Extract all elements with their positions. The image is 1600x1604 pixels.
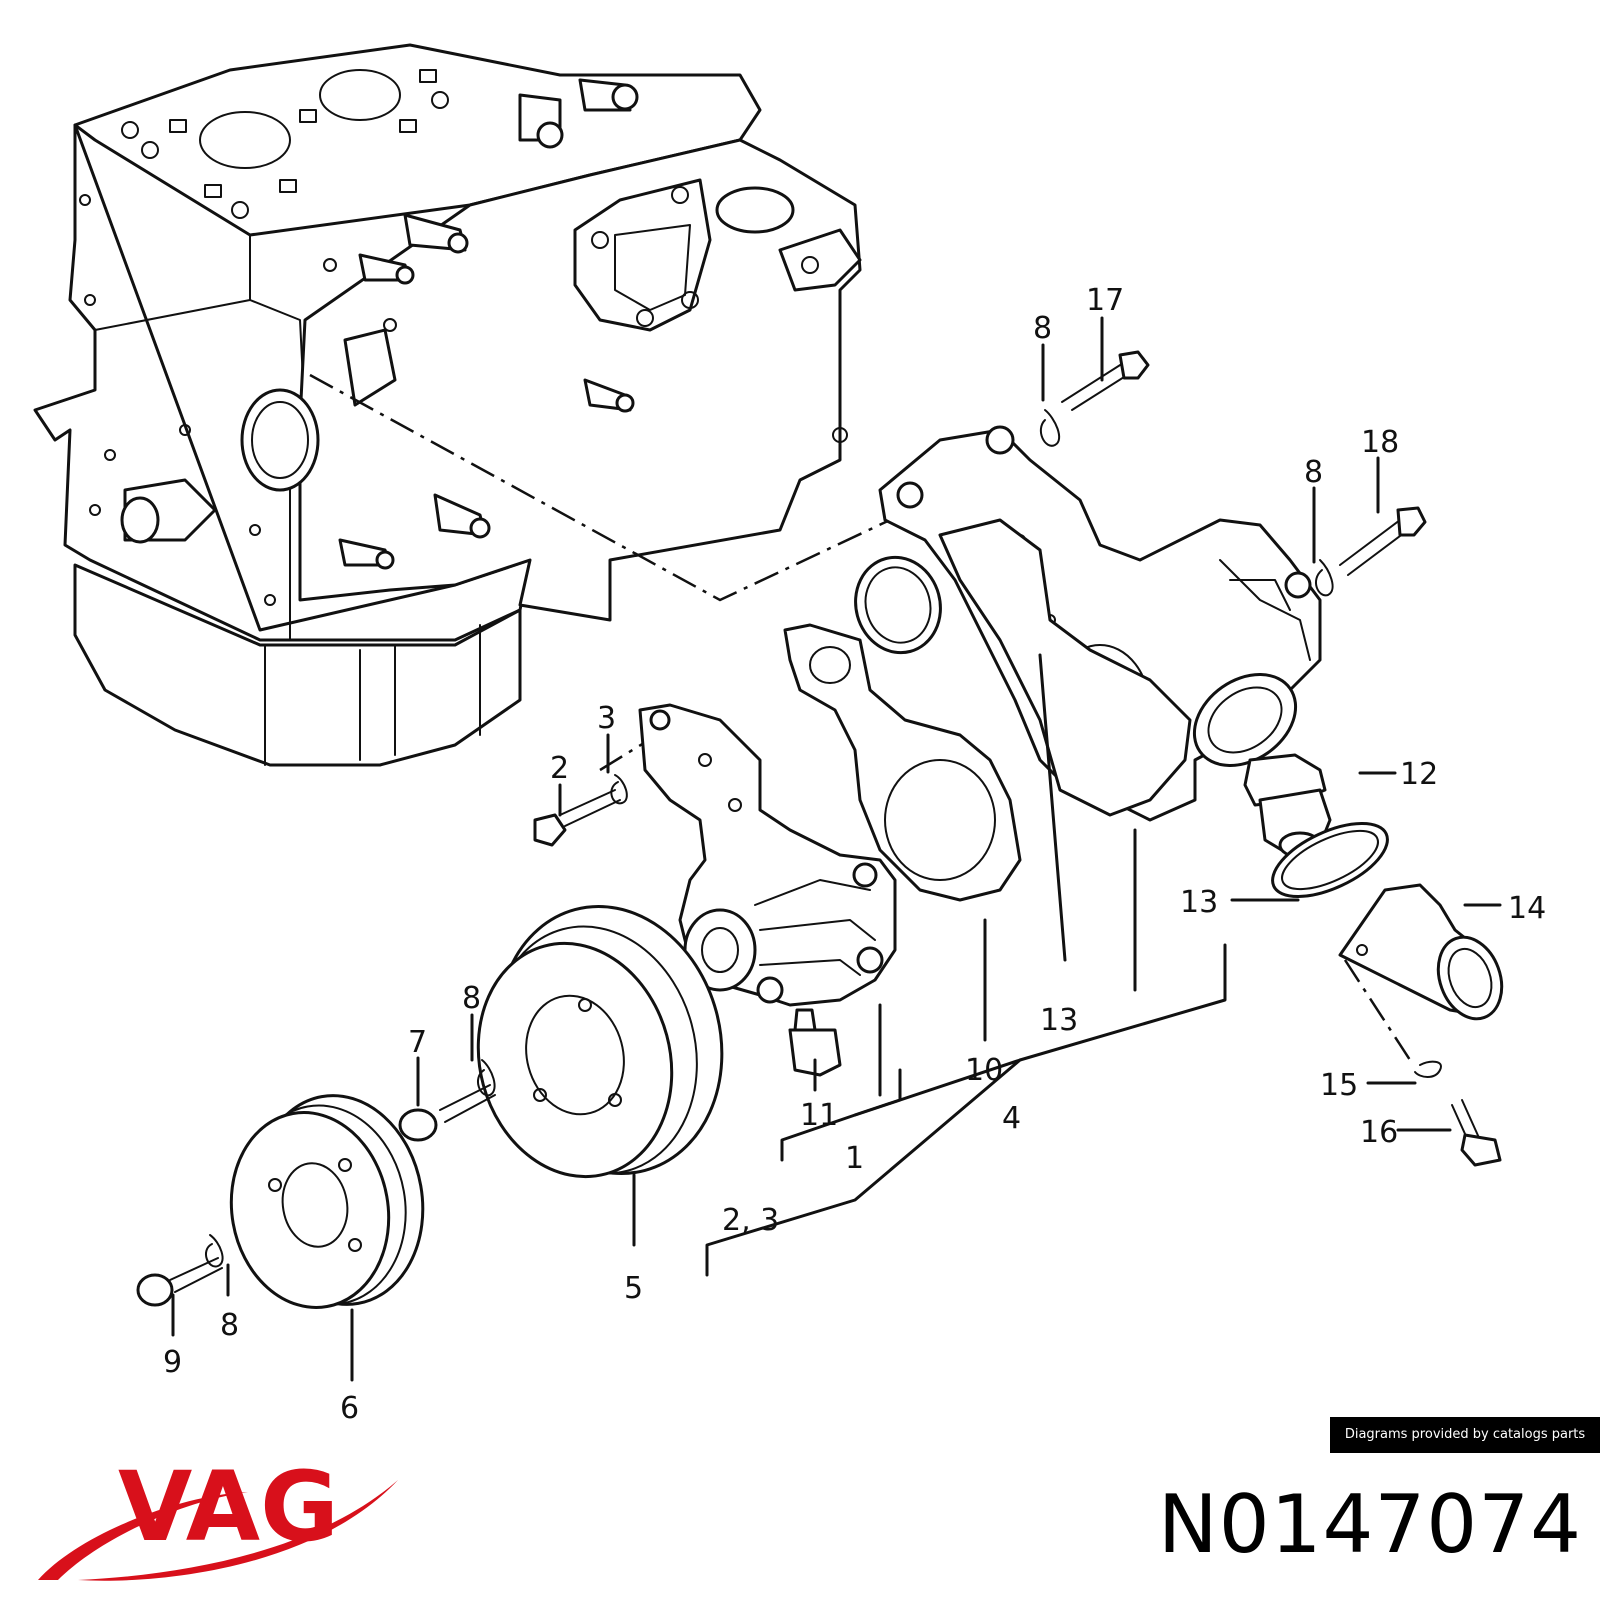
water-pump [638,703,897,1007]
bolt-18 [1339,506,1427,576]
callout-2-3: 2, 3 [722,1203,779,1238]
pulley-small [229,1094,425,1309]
housing-gasket [938,518,1192,817]
thermostat-o-ring [1271,822,1389,898]
callout-1: 1 [845,1141,864,1176]
logo-swoosh [38,1492,248,1580]
pump-gasket [783,623,1022,902]
callout-8-top: 8 [1033,311,1052,346]
callouts: 17 8 18 8 3 2 12 13 14 8 7 13 10 11 15 4… [163,283,1546,1426]
callout-14: 14 [1508,891,1546,926]
callout-13-right: 13 [1180,885,1218,920]
pulley-large [476,905,724,1179]
callout-3: 3 [597,701,616,736]
callout-8-right: 8 [1304,455,1323,490]
engine-block [33,43,862,767]
alignment-line-engine [309,373,891,602]
callout-13-bottom: 13 [1040,1003,1078,1038]
alignment-line-flange [1343,959,1412,1061]
bolt-7 [398,1084,496,1142]
bolt-17 [1061,350,1150,411]
washer-15 [1414,1060,1442,1078]
callout-18: 18 [1361,425,1399,460]
o-ring [854,555,942,655]
callout-6: 6 [340,1391,359,1426]
callout-2: 2 [550,751,569,786]
sender-unit [788,1008,842,1077]
callout-17: 17 [1086,283,1124,318]
washer-8-c [476,1059,496,1097]
brand-logo: VAG [38,1451,398,1581]
credit-banner: Diagrams provided by catalogs parts [1330,1417,1600,1453]
part-number: N0147074 [1157,1478,1582,1571]
bolt-9 [136,1257,223,1307]
callout-15: 15 [1320,1068,1358,1103]
leader-lines [171,316,1502,1382]
callout-4: 4 [1002,1101,1021,1136]
callout-12: 12 [1400,757,1438,792]
callout-10: 10 [965,1053,1003,1088]
callout-7: 7 [408,1025,427,1060]
callout-9: 9 [163,1345,182,1380]
callout-11: 11 [800,1098,838,1133]
callout-8-bottom: 8 [220,1308,239,1343]
washer-3 [610,774,628,805]
callout-5: 5 [624,1271,643,1306]
washer-8-d [204,1234,224,1268]
coolant-flange [1338,883,1504,1021]
washer-8-b [1314,559,1334,597]
washer-8-a [1039,409,1061,447]
logo-swoosh-tail [78,1480,398,1581]
bolt-16 [1451,1099,1502,1167]
callout-16: 16 [1360,1115,1398,1150]
bolt-2 [533,789,621,847]
logo-text: VAG [118,1451,339,1563]
callout-8-pulley: 8 [462,981,481,1016]
